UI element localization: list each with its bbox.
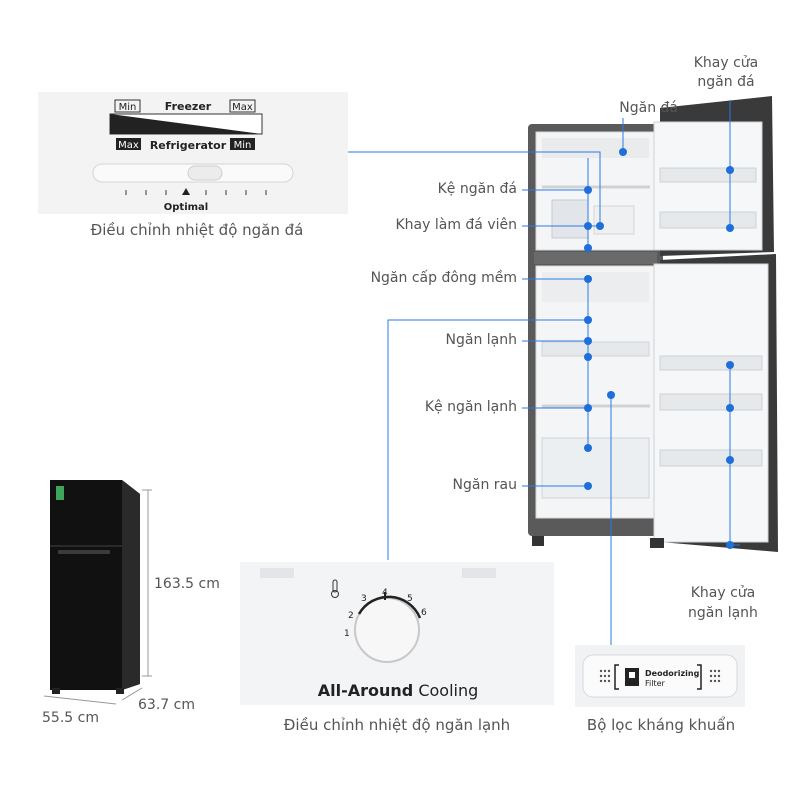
dimension-depth: 63.7 cm <box>138 697 195 713</box>
filter-icon <box>625 668 639 686</box>
freezer-min-label: Min <box>119 102 137 113</box>
callout-khay-cua-ngan-lanh-line2: ngăn lạnh <box>688 605 758 621</box>
dial-mark-2: 2 <box>348 611 354 621</box>
callout-khay-cua-ngan-da-line2: ngăn đá <box>697 74 755 90</box>
fridge-control-panel: 1 2 3 4 5 6 All-Around Cooling <box>240 562 554 705</box>
callout-ngan-cap-dong-mem: Ngăn cấp đông mềm <box>370 270 517 286</box>
callout-khay-cua-ngan-da: Khay cửa ngăn đá <box>676 54 776 92</box>
dial-mark-4: 4 <box>382 588 388 598</box>
thermometer-icon <box>331 579 339 598</box>
callout-ngan-rau: Ngăn rau <box>452 477 517 493</box>
callout-ngan-lanh: Ngăn lạnh <box>445 332 517 348</box>
callout-khay-cua-ngan-da-line1: Khay cửa <box>693 55 759 71</box>
callout-ke-ngan-da: Kệ ngăn đá <box>437 181 517 197</box>
callout-khay-cua-ngan-lanh-line1: Khay cửa <box>690 585 756 601</box>
dial-mark-1: 1 <box>344 629 350 639</box>
callout-khay-cua-ngan-lanh: Khay cửa ngăn lạnh <box>670 583 776 623</box>
refrigerator-min-label: Min <box>234 140 252 151</box>
freezer-control-illustration: Min Freezer Max Max Refrigerator Min Opt… <box>92 99 294 213</box>
freezer-control-panel: Min Freezer Max Max Refrigerator Min Opt… <box>38 92 348 214</box>
refrigerator-dimensions-diagram <box>30 470 230 730</box>
all-around-cooling-title: All-Around Cooling <box>318 681 479 700</box>
callout-khay-lam-da-vien: Khay làm đá viên <box>395 217 517 233</box>
freezer-label: Freezer <box>165 100 212 113</box>
filter-line2: Filter <box>645 679 666 688</box>
freezer-panel-caption: Điều chỉnh nhiệt độ ngăn đá <box>90 221 304 239</box>
callout-ke-ngan-lanh: Kệ ngăn lạnh <box>424 399 517 415</box>
fridge-panel-caption: Điều chỉnh nhiệt độ ngăn lạnh <box>283 716 511 734</box>
optimal-label: Optimal <box>164 202 208 213</box>
refrigerator-label: Refrigerator <box>150 139 227 152</box>
filter-panel-caption: Bộ lọc kháng khuẩn <box>586 716 736 734</box>
refrigerator-open-illustration <box>520 94 780 554</box>
freezer-slider-knob <box>187 165 223 181</box>
dial-mark-5: 5 <box>407 594 413 604</box>
dial-mark-3: 3 <box>361 594 367 604</box>
freezer-max-label: Max <box>232 102 253 113</box>
dimension-width: 55.5 cm <box>42 710 99 726</box>
filter-line1: Deodorizing <box>645 669 700 678</box>
callout-ngan-da: Ngăn đá <box>619 100 678 116</box>
dial-mark-6: 6 <box>421 608 427 618</box>
dimension-height: 163.5 cm <box>154 576 220 592</box>
deodorizing-filter-panel: Deodorizing Filter <box>575 645 745 707</box>
refrigerator-max-label: Max <box>118 140 139 151</box>
